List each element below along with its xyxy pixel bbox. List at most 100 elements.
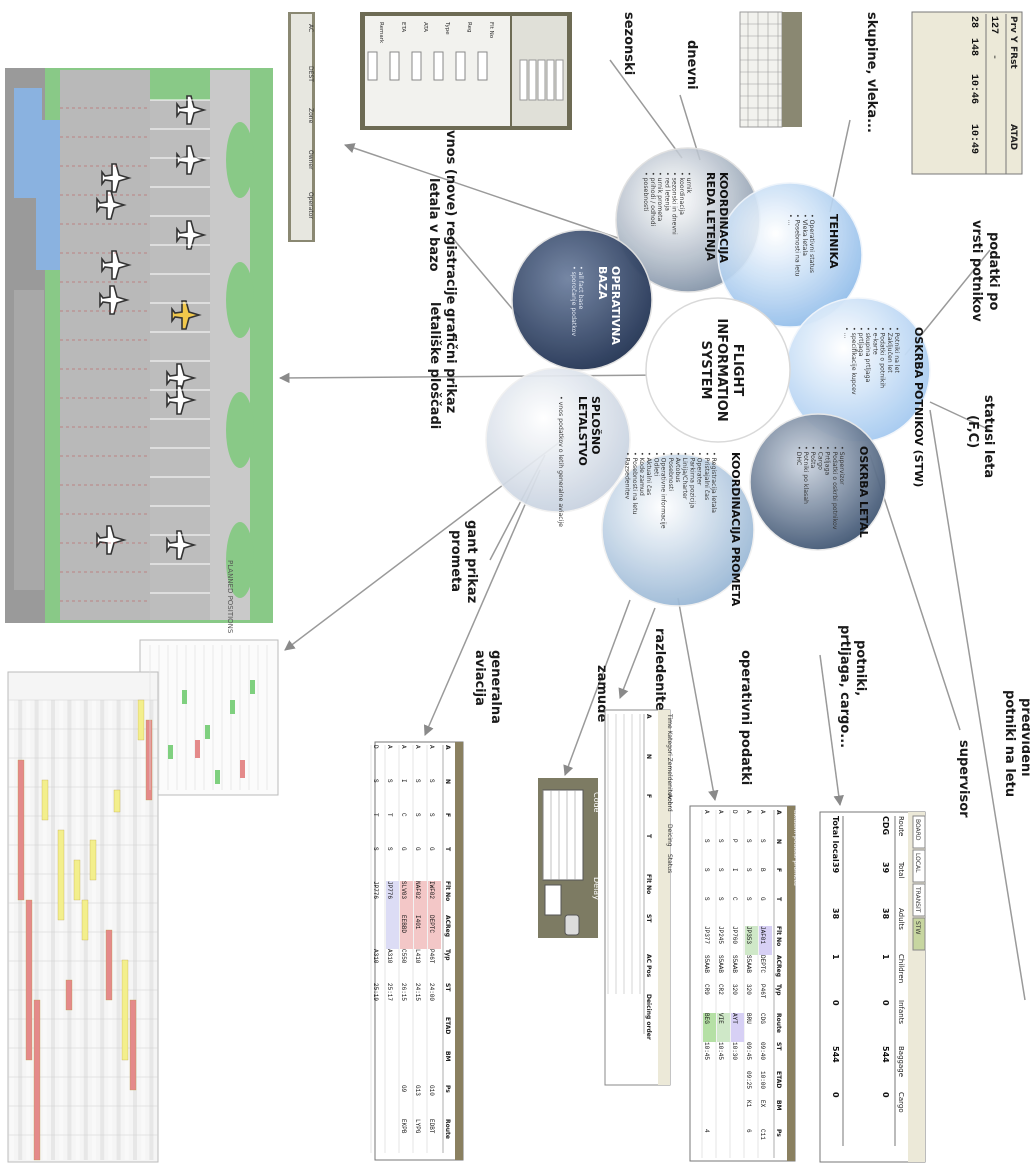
flight-form-input[interactable] (434, 52, 443, 80)
deicing-tab-3[interactable]: Status (666, 854, 673, 873)
arrow-to-passenger-table (820, 655, 840, 805)
deicing-tab-1[interactable]: Aobrd (666, 794, 673, 812)
table-cell: C11 (759, 1129, 766, 1140)
gantt-bar-red[interactable] (240, 760, 245, 778)
flight-form-side-field[interactable] (520, 60, 527, 100)
table-cell: C (731, 897, 738, 901)
petal-item-splosno_letalstvo-0: • vnos podatkov o letih generalne aviaci… (557, 396, 564, 527)
apron-map-label: PLANNED POSITIONS (226, 560, 234, 634)
table-cell: VIE (717, 1013, 724, 1024)
gantt-bar[interactable] (106, 930, 112, 1000)
table-cell: BRU (745, 1013, 752, 1024)
gantt-bar[interactable] (114, 790, 120, 812)
petal-title-tehnika: TEHNIKA (827, 214, 840, 269)
tech-cell-3: 28 (968, 16, 979, 28)
passenger-cell: 38 (881, 908, 890, 920)
gantt-row (141, 700, 145, 1160)
gantt-bar-green[interactable] (205, 725, 210, 739)
table-cell: G (414, 847, 421, 851)
passenger-cell: 1 (881, 954, 890, 960)
table-cell: 4 (703, 1129, 710, 1133)
callout-statusi-1: statusi leta (981, 395, 996, 478)
table-cell: I401 (414, 915, 421, 930)
line-statusi (930, 402, 990, 430)
ops-form-label: AC (307, 24, 314, 32)
petal-title-oskrba-potnikov: OSKRBA POTNIKOV (STW) (912, 327, 925, 487)
gantt-bar-green[interactable] (182, 690, 187, 704)
table-header: Typ (775, 984, 782, 996)
apron-map-screenshot: PLANNED POSITIONS (5, 68, 273, 634)
gantt-bar[interactable] (138, 700, 144, 740)
gantt-bar[interactable] (42, 780, 48, 820)
gantt-row (133, 700, 137, 1160)
gantt-bar[interactable] (26, 900, 32, 1060)
gantt-bar[interactable] (58, 830, 64, 920)
ops-form-label: Owner (307, 150, 314, 170)
delay-ok-button[interactable] (565, 915, 579, 935)
gantt-bar-green[interactable] (215, 770, 220, 784)
petal-item-oskrba_potnikov-1: • Zaključen let (886, 327, 894, 373)
table-cell: A (386, 745, 393, 749)
gantt-row (117, 700, 121, 1160)
table-cell: S (428, 779, 435, 783)
gantt-bar-green[interactable] (168, 745, 173, 759)
gantt-bar[interactable] (146, 720, 152, 800)
gantt-bar[interactable] (130, 1000, 136, 1090)
gantt-bar[interactable] (34, 1000, 40, 1160)
table-cell: C (400, 813, 407, 817)
flight-form-input[interactable] (412, 52, 421, 80)
table-cell: S5AAB (745, 955, 752, 973)
gantt-bar[interactable] (18, 760, 24, 900)
gantt-row (43, 700, 47, 1160)
table-cell: EEBBD (400, 915, 407, 933)
table-cell: JP760 (731, 926, 738, 944)
grid-panel-bar (782, 12, 802, 127)
gantt-bar[interactable] (122, 960, 128, 1060)
gantt-bar[interactable] (74, 860, 80, 900)
deicing-tab-2[interactable]: Deicing (666, 824, 673, 847)
passenger-header: Children (897, 954, 905, 983)
flight-form-input[interactable] (478, 52, 487, 80)
petal-item-koordinacija_prometa-12: • Razsedenitev (624, 452, 631, 499)
petal-item-operativna_baza-0: • all fact base (577, 266, 584, 310)
passenger-header: Baggage (897, 1046, 905, 1077)
gantt-bar-green[interactable] (250, 680, 255, 694)
table-cell: DEPTC (759, 955, 766, 973)
gantt-bar[interactable] (82, 900, 88, 940)
flight-form-input[interactable] (456, 52, 465, 80)
table-cell: 320 (731, 984, 738, 995)
ops-form-screenshot: ACDESTZoneOwnerOperator (288, 12, 315, 242)
flight-form-input[interactable] (368, 52, 377, 80)
gantt-bar[interactable] (66, 980, 72, 1010)
delay-button[interactable] (545, 885, 561, 915)
gantt-bar[interactable] (90, 840, 96, 880)
gantt-row (67, 700, 71, 1160)
gantt-bar-red[interactable] (195, 740, 200, 758)
flight-form-side-field[interactable] (529, 60, 536, 100)
passenger-header: Route (897, 816, 905, 836)
gantt-row (125, 700, 129, 1160)
flight-form-side-field[interactable] (547, 60, 554, 100)
petal-item-oskrba_potnikov-3: • e-karte (871, 327, 878, 355)
table-cell: 6 (745, 1129, 752, 1133)
table-cell: P46T (428, 949, 435, 964)
callout-generalna-1: generalna (488, 650, 503, 724)
callout-podatki-2: vrsti potnikov (969, 220, 984, 322)
table-cell: G13 (414, 1085, 421, 1096)
passenger-header: Cargo (897, 1092, 905, 1113)
callout-skupine-vleka: skupine, vleka... (864, 12, 879, 133)
table-cell: S (372, 779, 379, 783)
flight-form-side-field[interactable] (556, 60, 563, 100)
table-cell: S (717, 868, 724, 872)
flight-form-label: ETA (400, 22, 406, 32)
flight-form-label: Remark (378, 22, 384, 44)
table-header: Ps (444, 1085, 451, 1093)
flight-form-side-field[interactable] (538, 60, 545, 100)
table-cell: T (386, 813, 393, 817)
petal-item-koordinacija_prometa-8: • Odleti (652, 452, 659, 476)
passenger-total-cell: Total local (831, 816, 840, 862)
gantt-bar-green[interactable] (230, 700, 235, 714)
flight-form-input[interactable] (390, 52, 399, 80)
passenger-total-cell: 544 (831, 1046, 840, 1063)
table-cell: 24:00 (428, 983, 435, 1001)
